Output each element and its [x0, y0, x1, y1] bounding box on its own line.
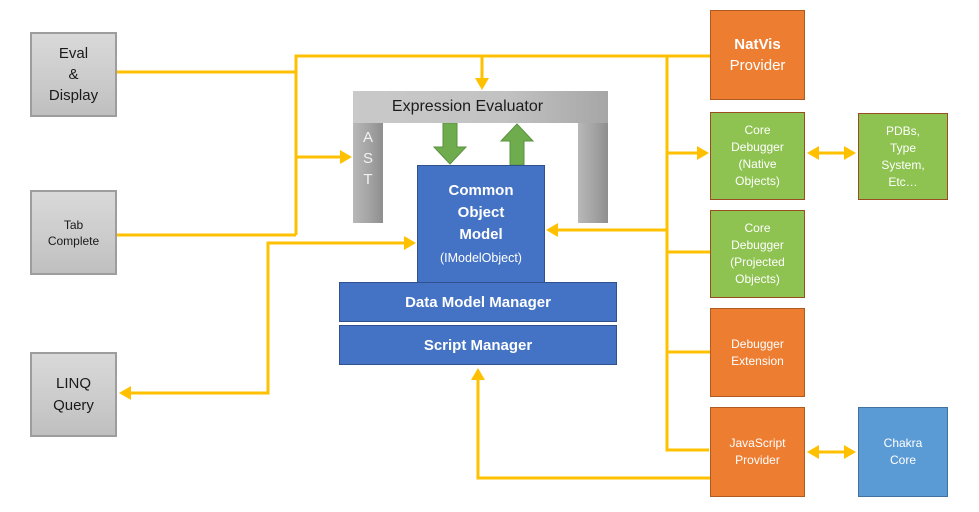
natvis-provider-label: Provider: [729, 57, 786, 74]
data-model-manager-box: Data Model Manager: [339, 282, 617, 322]
natvis-provider-box: NatVis Provider: [710, 10, 805, 100]
common-object-model-box: Common Object Model (IModelObject): [417, 165, 545, 283]
pdbs-type-system-box: PDBs, Type System, Etc…: [858, 113, 948, 200]
debugger-extension-box: Debugger Extension: [710, 308, 805, 397]
common-object-model-title: Common Object Model: [448, 181, 514, 243]
debugger-extension-label: Debugger Extension: [731, 336, 784, 368]
eval-display-box: Eval & Display: [30, 32, 117, 117]
ast-label: A S T: [362, 129, 373, 188]
green-up-arrow: [499, 123, 535, 166]
arrowhead-core-debugger-native: [697, 146, 709, 160]
javascript-provider-label: JavaScript Provider: [729, 436, 786, 467]
arrowhead-script-manager: [471, 368, 485, 380]
tab-complete-box: Tab Complete: [30, 190, 117, 275]
arrowhead-chakra-right: [844, 445, 856, 459]
connector-js-script-manager: [476, 378, 710, 480]
core-debugger-native-label: Core Debugger (Native Objects): [731, 123, 784, 188]
data-model-manager-label: Data Model Manager: [405, 293, 551, 311]
arrowhead-linq-query: [119, 386, 131, 400]
connector-left-trunk: [117, 54, 710, 237]
chakra-core-label: Chakra Core: [883, 436, 923, 467]
tab-complete-label: Tab Complete: [47, 217, 100, 248]
green-down-arrow: [432, 122, 468, 165]
pdbs-type-system-label: PDBs, Type System, Etc…: [881, 123, 925, 189]
arrowhead-native-left: [807, 146, 819, 160]
linq-query-label: LINQ Query: [53, 374, 94, 414]
arrowhead-js-left: [807, 445, 819, 459]
arrowhead-com-left: [404, 236, 416, 250]
script-manager-label: Script Manager: [423, 336, 533, 354]
arrowhead-expression-evaluator: [475, 78, 489, 90]
arrowhead-ast: [340, 150, 352, 164]
javascript-provider-box: JavaScript Provider: [710, 407, 805, 497]
core-debugger-projected-label: Core Debugger (Projected Objects): [730, 221, 785, 286]
expression-evaluator-label: Expression Evaluator: [391, 98, 544, 115]
linq-query-box: LINQ Query: [30, 352, 117, 437]
imodelobject-label: (IModelObject): [440, 250, 522, 265]
arrowhead-com-right: [546, 223, 558, 237]
natvis-label: NatVis: [734, 36, 781, 53]
eval-display-label: Eval & Display: [48, 45, 99, 104]
arrowhead-pdbs-right: [844, 146, 856, 160]
core-debugger-projected-box: Core Debugger (Projected Objects): [710, 210, 805, 298]
core-debugger-native-box: Core Debugger (Native Objects): [710, 112, 805, 200]
connector-right-trunk: [665, 56, 709, 452]
expression-evaluator-bar: Expression Evaluator: [353, 91, 608, 123]
script-manager-box: Script Manager: [339, 325, 617, 365]
chakra-core-box: Chakra Core: [858, 407, 948, 497]
